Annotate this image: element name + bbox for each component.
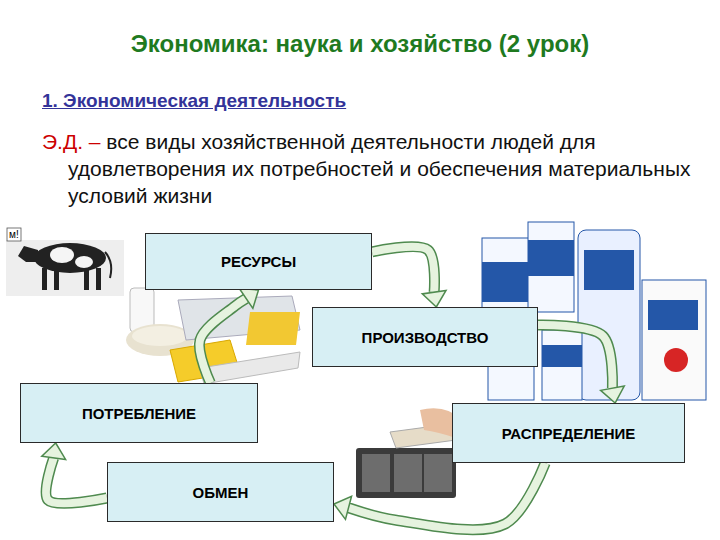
arrow-fill xyxy=(199,298,246,383)
definition-text: все виды хозяйственной деятельности люде… xyxy=(68,130,691,207)
arrow-fill xyxy=(372,247,434,292)
cycle-arrow xyxy=(199,289,258,383)
cycle-arrow xyxy=(372,247,446,307)
cash-register-picture xyxy=(356,408,462,498)
arrow-head xyxy=(334,496,352,519)
cow-picture xyxy=(6,228,124,296)
box-label: ПРОИЗВОДСТВО xyxy=(362,329,489,346)
cycle-arrow xyxy=(538,325,624,403)
speech-bubble-text: м! xyxy=(9,229,19,240)
arrow-outline xyxy=(349,463,546,530)
box-label: ПОТРЕБЛЕНИЕ xyxy=(82,405,196,422)
arrow-head xyxy=(239,289,258,309)
section-heading: 1. Экономическая деятельность xyxy=(42,90,346,112)
dairy-picture xyxy=(126,288,300,384)
title: Экономика: наука и хозяйство (2 урок) xyxy=(0,30,720,58)
arrow-outline xyxy=(199,298,246,383)
definition-term: Э.Д. – xyxy=(42,130,101,153)
cycle-arrow xyxy=(42,443,107,503)
arrow-outline xyxy=(538,325,612,388)
arrow-outline xyxy=(46,458,107,504)
cycle-arrow xyxy=(334,463,545,530)
process-box: ПРОИЗВОДСТВО xyxy=(312,307,538,367)
space xyxy=(101,130,107,153)
process-box: ОБМЕН xyxy=(107,462,334,522)
arrow-outline xyxy=(372,247,434,292)
definition-paragraph: Э.Д. – все виды хозяйственной деятельнос… xyxy=(42,128,692,209)
box-label: ОБМЕН xyxy=(193,484,249,501)
arrow-head xyxy=(601,386,625,403)
arrow-fill xyxy=(349,463,546,530)
process-box: РЕСУРСЫ xyxy=(145,233,372,290)
box-label: РАСПРЕДЕЛЕНИЕ xyxy=(502,425,636,442)
process-box: РАСПРЕДЕЛЕНИЕ xyxy=(452,403,685,463)
box-label: РЕСУРСЫ xyxy=(221,253,296,270)
arrow-fill xyxy=(46,458,107,504)
process-box: ПОТРЕБЛЕНИЕ xyxy=(20,383,258,443)
arrow-head xyxy=(42,443,66,459)
arrow-head xyxy=(422,290,446,307)
arrow-fill xyxy=(538,325,612,388)
